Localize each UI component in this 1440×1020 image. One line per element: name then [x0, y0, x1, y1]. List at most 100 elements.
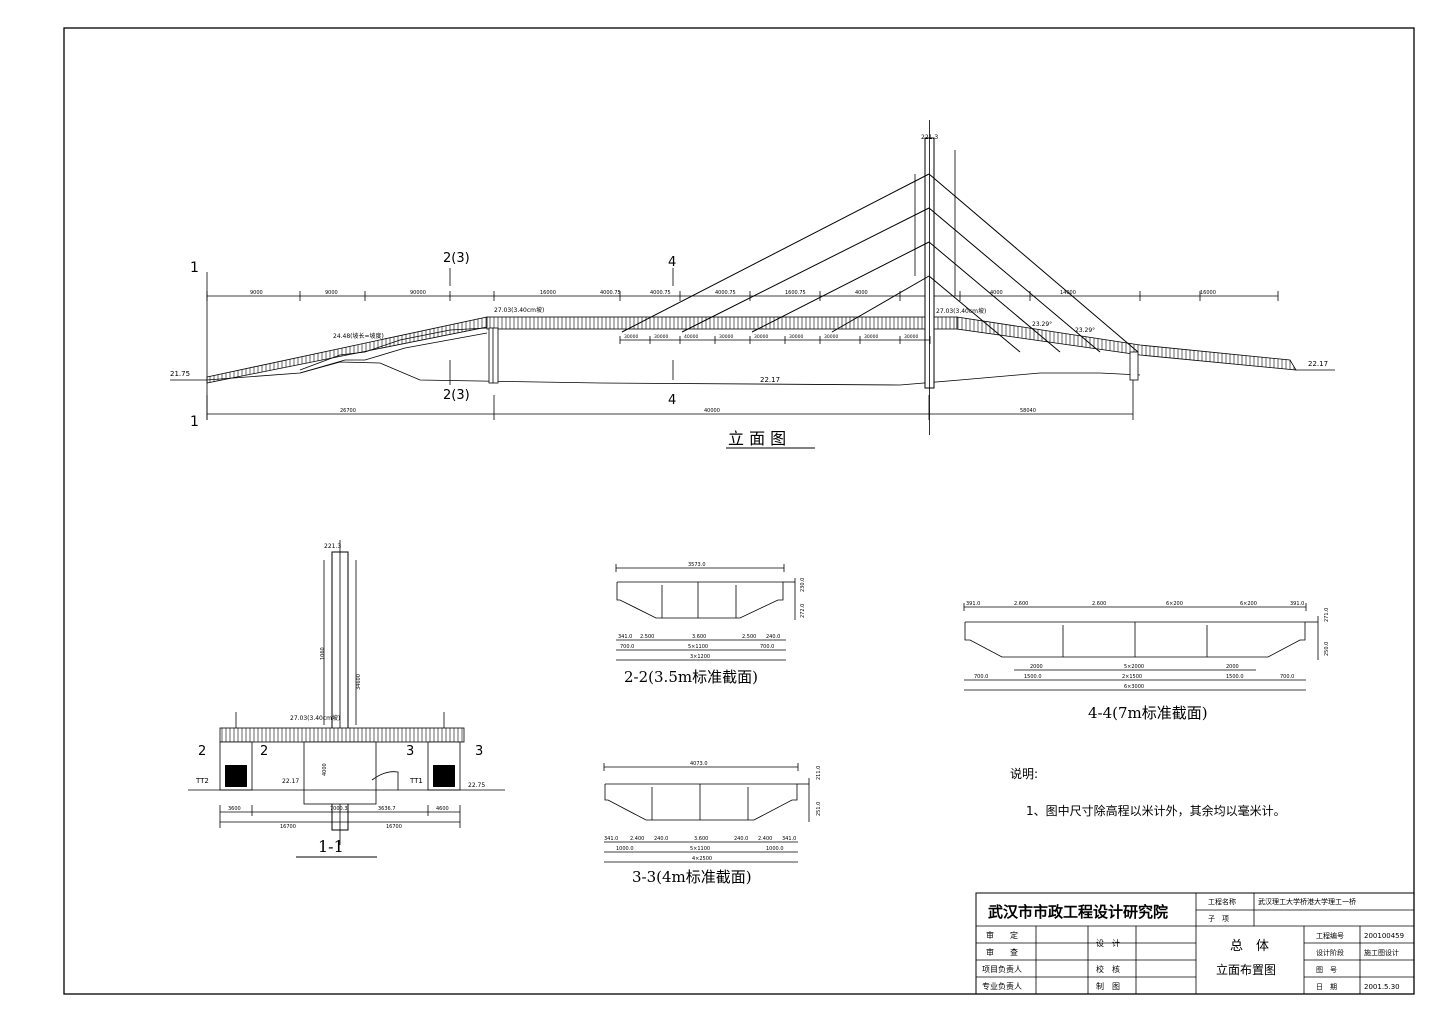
s22-row1-4: 240.0 — [766, 634, 780, 640]
panel-dim-label: 30000 — [624, 334, 638, 340]
s11-label-3a: 3 — [406, 744, 414, 759]
tb-field-label-2: 图 号 — [1316, 966, 1337, 974]
s11-dim-tower-1: 1060 — [320, 647, 326, 660]
elev-tower-top: 221.3 — [921, 134, 938, 141]
s44-side-dim-2: 250.0 — [1324, 642, 1330, 656]
s44-bottom-2: 2×1500 — [1122, 674, 1142, 680]
s44-top-3: 6×200 — [1166, 601, 1183, 607]
s44-bottom-4: 700.0 — [1280, 674, 1294, 680]
top-dim-label: 1600.75 — [785, 290, 806, 296]
top-dim-label: 4000.75 — [715, 290, 736, 296]
s22-side-dim-2: 272.0 — [800, 604, 806, 618]
section-3-3-view — [603, 763, 810, 863]
ramp-note: 24.48(坡长=坡度) — [333, 332, 384, 340]
tb-role2-1: 校 核 — [1096, 964, 1120, 974]
s11-dim-mid: 7000.3 — [330, 806, 348, 812]
top-dim-label: 4000 — [990, 290, 1003, 296]
angle-1: 23.29° — [1032, 321, 1052, 328]
tb-field-label-3: 日 期 — [1316, 983, 1337, 991]
s11-dim-total-right: 16700 — [386, 824, 402, 830]
s22-row2-1: 5×1100 — [688, 644, 708, 650]
tb-field-value-1: 施工图设计 — [1364, 948, 1399, 957]
section-2-2-view — [615, 564, 796, 661]
section-4-4-view — [963, 603, 1319, 691]
elev-ground: 22.17 — [760, 376, 780, 384]
s33-row1-2: 240.0 — [654, 836, 668, 842]
tb-field-value-3: 2001.5.30 — [1364, 983, 1400, 991]
tb-role-2: 项目负责人 — [982, 964, 1022, 974]
top-dim-label: 90000 — [410, 290, 426, 296]
section-mark-4-top: 4 — [668, 255, 676, 270]
top-dim-label: 14000 — [1060, 290, 1076, 296]
s33-row1-4: 240.0 — [734, 836, 748, 842]
section-mark-1-bottom: 1 — [190, 414, 199, 430]
s11-elev-1: 22.17 — [282, 778, 299, 785]
s22-total: 3×1200 — [690, 654, 710, 660]
tb-drawing-name-1: 总 体 — [1230, 939, 1269, 954]
s11-dim-pier: 4000 — [322, 763, 328, 776]
s33-row2-2: 1000.0 — [766, 846, 784, 852]
s33-row1-1: 2.400 — [630, 836, 644, 842]
elevation-view — [170, 120, 1335, 435]
s44-inner-0: 2000 — [1030, 664, 1043, 670]
panel-dim-label: 30000 — [654, 334, 668, 340]
s11-mark-right: TT1 — [409, 777, 423, 785]
top-dim-label: 4000 — [855, 290, 868, 296]
tb-field-value-0: 200100459 — [1364, 932, 1404, 940]
s33-row1-5: 2.400 — [758, 836, 772, 842]
elev-left: 21.75 — [170, 370, 190, 378]
tb-role2-2: 制 图 — [1096, 981, 1120, 991]
tb-role-0: 审 定 — [986, 930, 1018, 940]
s22-row2-0: 700.0 — [620, 644, 634, 650]
top-dim-label: 4000.75 — [600, 290, 621, 296]
top-dim-label: 9000 — [250, 290, 263, 296]
notes-heading: 说明: — [1010, 766, 1038, 781]
dim-total-left: 26700 — [340, 408, 356, 414]
panel-dim-label: 30000 — [719, 334, 733, 340]
s44-inner-1: 5×2000 — [1124, 664, 1144, 670]
s11-tower-top: 221.3 — [324, 543, 341, 550]
panel-dim-label: 40000 — [684, 334, 698, 340]
tb-role-3: 专业负责人 — [982, 981, 1022, 991]
top-dim-label: 16000 — [1200, 290, 1216, 296]
tb-field-label-1: 设计阶段 — [1316, 948, 1344, 957]
title-block — [975, 892, 1415, 995]
s33-row1-0: 341.0 — [604, 836, 618, 842]
top-dim-label: 16000 — [540, 290, 556, 296]
deck-note-left: 27.03(3.40cm坡) — [494, 306, 544, 314]
s22-row1-0: 341.0 — [618, 634, 632, 640]
s33-side-dim-2: 251.0 — [816, 802, 822, 816]
s33-row2-0: 1000.0 — [616, 846, 634, 852]
tb-role-1: 审 查 — [986, 947, 1018, 957]
tb-project-label: 工程名称 — [1208, 897, 1236, 906]
s11-dim-base-left: 3600 — [228, 806, 241, 812]
section-mark-2-bottom: 2(3) — [443, 388, 470, 403]
dim-total-right: 58040 — [1020, 408, 1036, 414]
s11-title: 1-1 — [318, 837, 344, 856]
s11-label-3b: 3 — [475, 744, 483, 759]
tb-institute: 武汉市市政工程设计研究院 — [988, 903, 1168, 921]
section-mark-2-top: 2(3) — [443, 251, 470, 266]
panel-dim-label: 30000 — [904, 334, 918, 340]
s11-dim-mid-right: 3636.7 — [378, 806, 396, 812]
s11-label-2a: 2 — [198, 744, 206, 759]
s11-dim-total-left: 16700 — [280, 824, 296, 830]
panel-dim-label: 30000 — [864, 334, 878, 340]
s33-row2-1: 5×1100 — [690, 846, 710, 852]
notes-item-1: 1、图中尺寸除高程以米计外，其余均以毫米计。 — [1026, 803, 1286, 818]
s33-total: 4×2500 — [692, 856, 712, 862]
s44-top-2: 2.600 — [1092, 601, 1106, 607]
sheet-border — [63, 27, 1415, 995]
s11-mark-left: TT2 — [195, 777, 209, 785]
s11-deck-note: 27.03(3.40cm坡) — [290, 714, 340, 722]
s44-title: 4-4(7m标准截面) — [1088, 704, 1208, 722]
panel-dim-label: 30000 — [754, 334, 768, 340]
s33-side-dim-1: 211.0 — [816, 766, 822, 780]
tb-subitem-label: 子 项 — [1208, 915, 1229, 923]
s44-bottom-0: 700.0 — [974, 674, 988, 680]
tb-drawing-name-2: 立面布置图 — [1216, 962, 1276, 977]
s44-total: 6×3000 — [1124, 684, 1144, 690]
s22-row2-2: 700.0 — [760, 644, 774, 650]
s44-bottom-3: 1500.0 — [1226, 674, 1244, 680]
